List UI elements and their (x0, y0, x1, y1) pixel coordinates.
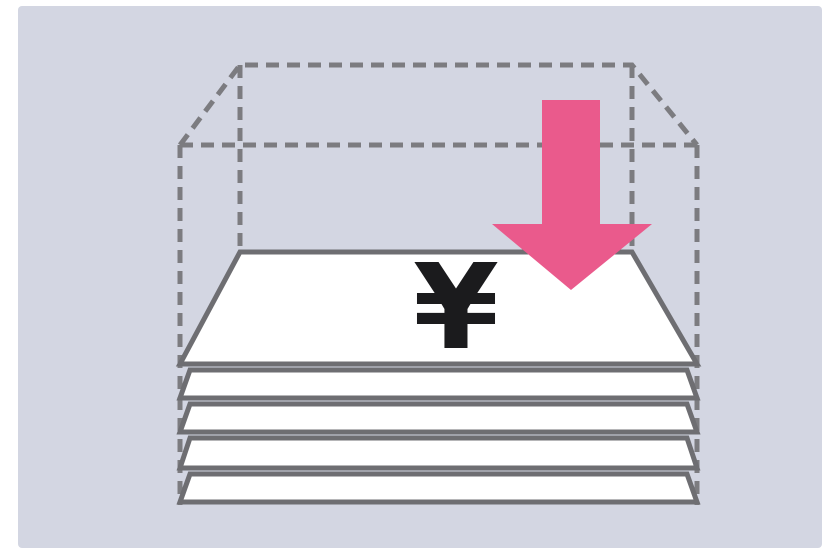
sheet-3 (180, 404, 697, 432)
dashed-lid-back (180, 65, 697, 145)
sheet-5 (180, 474, 697, 502)
yen-symbol: ¥ (413, 239, 499, 377)
sheet-4 (180, 438, 697, 468)
